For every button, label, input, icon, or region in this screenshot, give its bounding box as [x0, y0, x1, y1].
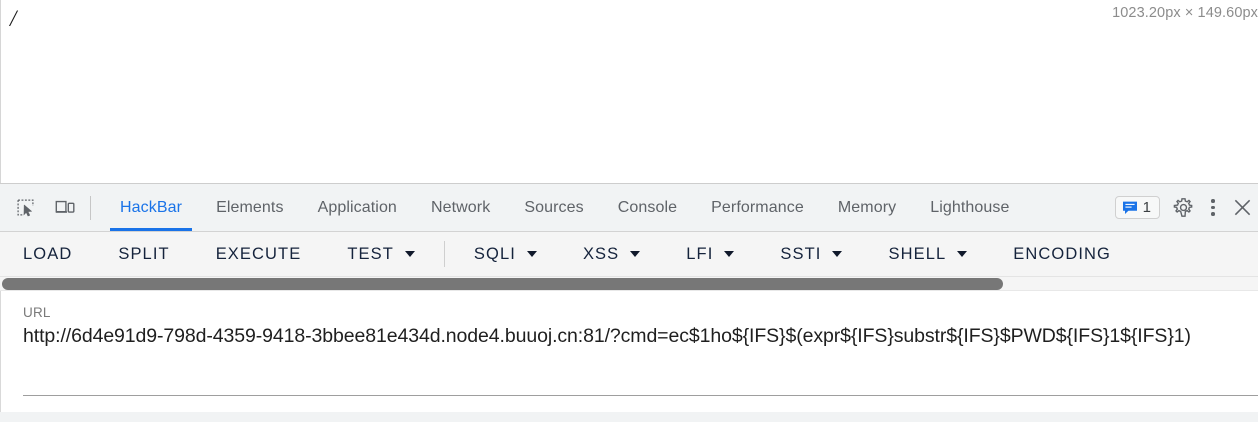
tab-sources[interactable]: Sources: [507, 184, 600, 231]
devtools-tabstrip: HackBar Elements Application Network Sou…: [0, 184, 1258, 232]
inspect-element-icon: [16, 199, 34, 217]
devtools-tool-icons: [0, 184, 80, 231]
tab-hackbar[interactable]: HackBar: [103, 184, 199, 231]
tab-label: HackBar: [120, 198, 183, 216]
element-size-tooltip: 1023.20px × 149.60px: [1112, 5, 1258, 21]
hackbar-button-label: EXECUTE: [215, 244, 302, 263]
kebab-dot: [1211, 212, 1215, 216]
hackbar-button-label: XSS: [582, 244, 620, 263]
devtools-panel: HackBar Elements Application Network Sou…: [0, 183, 1258, 422]
hackbar-button-label: ENCODING: [1013, 244, 1111, 263]
page-viewport: / 1023.20px × 149.60px: [0, 0, 1258, 183]
horizontal-scrollbar-track[interactable]: [0, 277, 1258, 291]
devtools-tabs: HackBar Elements Application Network Sou…: [103, 184, 1027, 231]
hackbar-button-label: SPLIT: [118, 244, 170, 263]
hackbar-shell-menu[interactable]: SHELL: [875, 236, 980, 272]
toolbar-divider: [90, 196, 91, 220]
hackbar-url-section: URL http://6d4e91d9-798d-4359-9418-3bbee…: [0, 291, 1258, 412]
hackbar-button-label: SSTI: [780, 244, 822, 263]
tab-label: Elements: [216, 198, 284, 216]
tab-label: Performance: [711, 198, 804, 216]
tab-application[interactable]: Application: [301, 184, 414, 231]
chevron-down-icon: [832, 251, 843, 257]
tab-label: Network: [430, 198, 491, 216]
tab-memory[interactable]: Memory: [821, 184, 913, 231]
hackbar-toolbar: LOAD SPLIT EXECUTE TEST SQLI XSS L: [0, 232, 1258, 277]
hackbar-load-button[interactable]: LOAD: [10, 236, 85, 272]
hackbar-xss-menu[interactable]: XSS: [570, 236, 653, 272]
console-message-badge[interactable]: 1: [1114, 196, 1160, 219]
page-body-text: /: [10, 6, 17, 31]
hackbar-toolbar-divider: [443, 241, 445, 267]
settings-button[interactable]: [1168, 193, 1198, 223]
hackbar-button-label: SQLI: [473, 244, 516, 263]
close-icon: [1234, 199, 1250, 216]
hackbar-test-menu[interactable]: TEST: [334, 236, 428, 272]
url-field-label: URL: [23, 305, 51, 320]
hackbar-execute-button[interactable]: EXECUTE: [203, 236, 315, 272]
chevron-down-icon: [630, 251, 641, 257]
horizontal-scrollbar-thumb[interactable]: [2, 278, 1003, 290]
tab-label: Console: [617, 198, 678, 216]
devtools-tabstrip-actions: 1: [1114, 184, 1258, 231]
hackbar-lfi-menu[interactable]: LFI: [673, 236, 747, 272]
kebab-dot: [1211, 205, 1215, 210]
hackbar-button-label: LOAD: [23, 244, 73, 263]
inspect-element-button[interactable]: [10, 193, 40, 223]
tab-console[interactable]: Console: [601, 184, 694, 231]
message-count: 1: [1142, 199, 1151, 216]
hackbar-button-label: TEST: [347, 244, 394, 263]
tab-network[interactable]: Network: [414, 184, 507, 231]
kebab-dot: [1211, 199, 1215, 203]
tab-performance[interactable]: Performance: [694, 184, 821, 231]
chevron-down-icon: [526, 251, 537, 257]
tab-label: Sources: [524, 198, 584, 216]
chevron-down-icon: [957, 251, 968, 257]
hackbar-split-button[interactable]: SPLIT: [105, 236, 182, 272]
url-input[interactable]: http://6d4e91d9-798d-4359-9418-3bbee81e4…: [23, 325, 1191, 347]
hackbar-encoding-menu[interactable]: ENCODING: [1000, 236, 1124, 272]
hackbar-sqli-menu[interactable]: SQLI: [461, 236, 550, 272]
hackbar-ssti-menu[interactable]: SSTI: [767, 236, 855, 272]
tab-label: Memory: [837, 198, 897, 216]
tab-elements[interactable]: Elements: [199, 184, 301, 231]
close-devtools-button[interactable]: [1228, 193, 1256, 223]
hackbar-button-label: LFI: [686, 244, 714, 263]
hackbar-button-label: SHELL: [888, 244, 947, 263]
device-toolbar-button[interactable]: [50, 193, 80, 223]
tab-label: Lighthouse: [930, 198, 1010, 216]
message-icon: [1122, 201, 1137, 214]
gear-icon: [1173, 198, 1192, 217]
device-toolbar-icon: [55, 200, 75, 213]
tab-lighthouse[interactable]: Lighthouse: [913, 184, 1026, 231]
more-options-button[interactable]: [1200, 193, 1226, 223]
chevron-down-icon: [724, 251, 735, 257]
url-input-underline: [23, 395, 1258, 396]
tab-label: Application: [317, 198, 397, 216]
chevron-down-icon: [404, 251, 415, 257]
